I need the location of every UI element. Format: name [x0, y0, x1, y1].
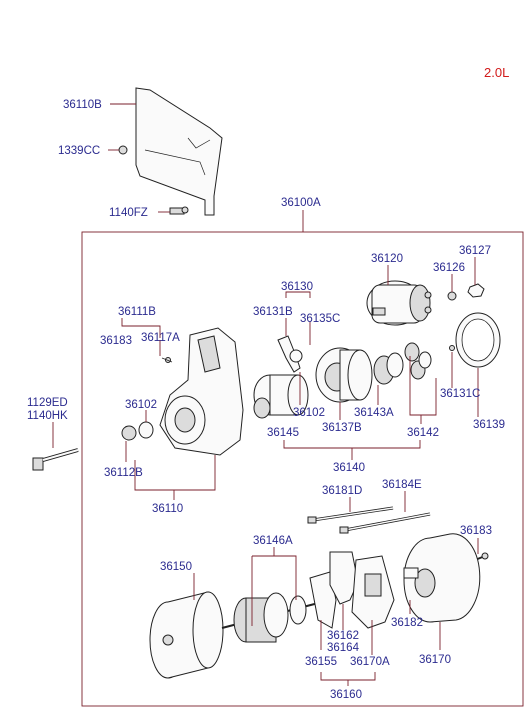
yoke-36150	[149, 591, 224, 679]
part-36110b: 36110B	[63, 99, 102, 111]
part-36160: 36160	[330, 689, 362, 701]
part-36111b: 36111B	[118, 306, 156, 318]
bolt-1129ed	[32, 448, 79, 471]
gear-36143a	[373, 352, 404, 385]
bushing-36102	[138, 421, 154, 439]
part-36100a: 36100A	[281, 197, 321, 209]
pinion-clutch	[253, 374, 309, 419]
part-36164: 36164	[327, 642, 360, 654]
part-36130: 36130	[281, 281, 313, 293]
part-36140: 36140	[333, 462, 365, 474]
pin-36131c	[449, 345, 455, 351]
engine-label: 2.0L	[484, 65, 509, 80]
part-36181d: 36181D	[322, 485, 362, 497]
cover-plate	[135, 87, 223, 216]
part-36131c: 36131C	[440, 388, 480, 400]
cap-36112b	[121, 425, 137, 441]
part-36143a: 36143A	[354, 407, 394, 419]
part-36120: 36120	[371, 253, 403, 265]
bolt-1339cc	[118, 145, 128, 155]
solenoid	[366, 280, 432, 326]
part-36135c: 36135C	[300, 313, 340, 325]
through-bolts	[307, 506, 431, 534]
assembly-frame	[81, 231, 524, 707]
leader-lines	[52, 103, 479, 686]
rear-cover	[403, 533, 481, 623]
part-1339cc: 1339CC	[58, 145, 100, 157]
part-36126: 36126	[433, 262, 465, 274]
armature	[221, 592, 331, 643]
part-36146a: 36146A	[253, 535, 293, 547]
part-36137b: 36137B	[322, 422, 362, 434]
part-36184e: 36184E	[382, 479, 422, 491]
part-36170: 36170	[419, 654, 451, 666]
part-36150: 36150	[160, 561, 192, 573]
part-36182: 36182	[391, 617, 423, 629]
brush-holder	[309, 551, 395, 629]
part-36139: 36139	[473, 419, 505, 431]
ring-36139	[455, 312, 501, 368]
nut-36127	[467, 283, 485, 298]
part-1129ed: 1129ED	[27, 397, 68, 409]
nut-36126	[447, 291, 457, 301]
part-1140hk: 1140HK	[27, 410, 68, 422]
part-36127: 36127	[459, 245, 491, 257]
part-36155: 36155	[305, 656, 337, 668]
part-36117a: 36117A	[141, 332, 180, 344]
part-36170a: 36170A	[350, 656, 390, 668]
part-36183-top: 36183	[100, 335, 132, 347]
part-36145: 36145	[267, 427, 299, 439]
drive-housing	[159, 327, 244, 456]
part-36102-center: 36102	[293, 407, 325, 419]
part-1140fz: 1140FZ	[109, 207, 148, 219]
part-36183-bottom: 36183	[460, 525, 492, 537]
part-36110: 36110	[152, 503, 183, 515]
bolt-1140fz	[169, 206, 189, 215]
planet-gears-36142	[404, 342, 432, 380]
planet-carrier	[315, 347, 373, 403]
shift-lever	[277, 335, 303, 373]
part-36112b: 36112B	[104, 467, 143, 479]
part-36162: 36162	[327, 630, 359, 642]
part-36102-left: 36102	[125, 399, 157, 411]
part-36131b: 36131B	[253, 306, 293, 318]
part-36142: 36142	[407, 427, 439, 439]
